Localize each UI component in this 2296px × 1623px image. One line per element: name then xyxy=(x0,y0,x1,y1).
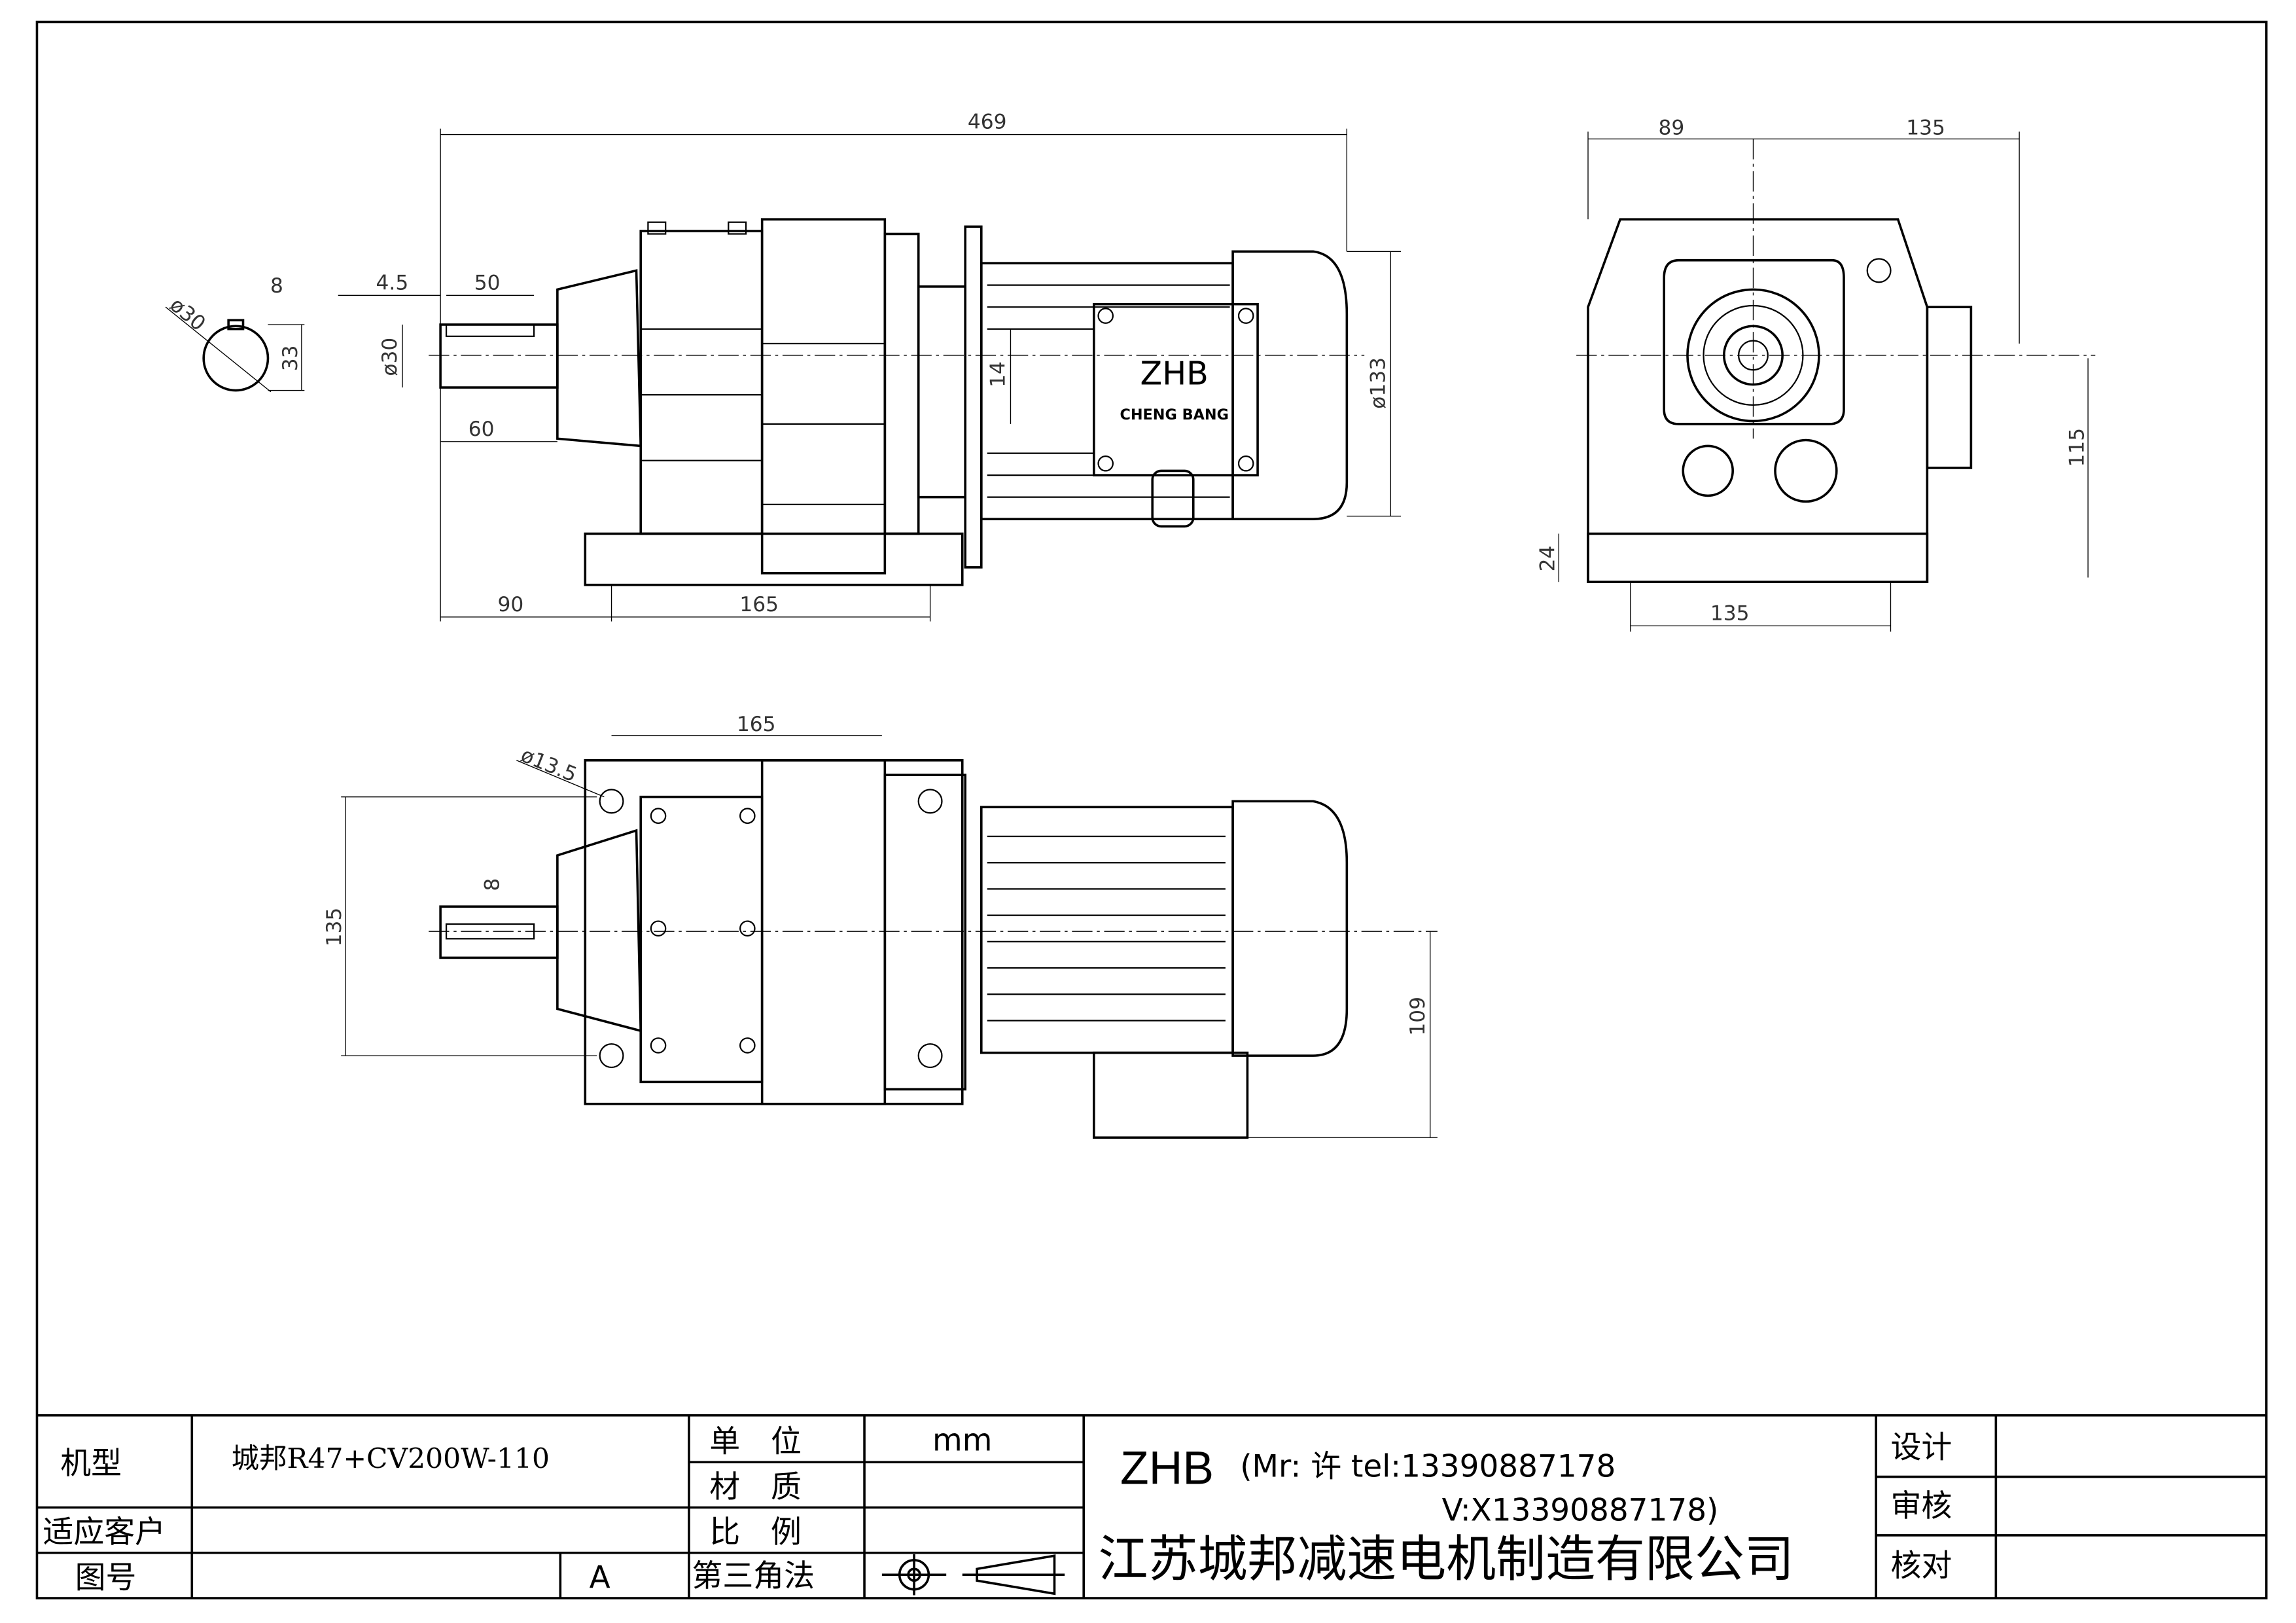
revision: A xyxy=(590,1560,610,1596)
dim-top-key-width: 8 xyxy=(481,878,504,891)
side-view-dimensions xyxy=(1558,132,2089,632)
company-name: 江苏城邦减速电机制造有限公司 xyxy=(1099,1530,1794,1588)
dim-foot-height: 24 xyxy=(1536,546,1560,572)
dim-foot-width: 135 xyxy=(1710,601,1750,625)
title-block: 机型 城邦R47+CV200W-110 适应客户 图号 A 单 位 mm 材 质… xyxy=(37,1414,2267,1599)
front-view: ZHB CHENG BANG xyxy=(429,218,1365,586)
check-label: 核对 xyxy=(1890,1548,1952,1584)
dim-overall-length: 469 xyxy=(968,111,1007,134)
section-key-height: 33 xyxy=(279,345,302,371)
nameplate-subtitle: CHENG BANG xyxy=(1120,406,1228,423)
dim-right-width: 135 xyxy=(1906,116,1945,140)
drawing-frame xyxy=(35,20,2268,1599)
top-view xyxy=(429,759,1438,1139)
contact-line-2: V:X13390887178) xyxy=(1442,1493,1719,1529)
contact-line-1: (Mr: 许 tel:13390887178 xyxy=(1240,1449,1616,1485)
brand-logo: ZHB xyxy=(1120,1442,1214,1495)
dim-key-length: 50 xyxy=(474,271,501,294)
dim-foot-depth: 135 xyxy=(323,908,346,947)
material-label: 材 质 xyxy=(709,1469,802,1505)
dim-motor-diameter: ø133 xyxy=(1366,357,1390,409)
side-view xyxy=(1576,139,2096,584)
dim-shaft-diameter: ø30 xyxy=(378,338,402,376)
design-label: 设计 xyxy=(1890,1430,1952,1466)
dim-centre-offset: 14 xyxy=(987,361,1010,387)
projection-label: 第三角法 xyxy=(692,1558,815,1594)
model-label: 机型 xyxy=(60,1446,122,1482)
dim-shaft-offset: 4.5 xyxy=(376,271,409,294)
unit-value: mm xyxy=(932,1422,992,1458)
top-view-dimensions xyxy=(341,735,1438,1138)
dim-foot-spacing: 165 xyxy=(739,593,779,616)
dim-shaft-length: 60 xyxy=(468,418,495,441)
dim-left-width: 89 xyxy=(1658,116,1684,140)
drawing-no-label: 图号 xyxy=(75,1560,137,1596)
dim-top-foot-spacing: 165 xyxy=(737,713,776,736)
dim-foot-offset: 90 xyxy=(497,593,523,616)
customer-label: 适应客户 xyxy=(43,1514,166,1550)
scale-label: 比 例 xyxy=(709,1514,802,1550)
review-label: 审核 xyxy=(1890,1488,1952,1524)
nameplate-brand: ZHB xyxy=(1140,355,1209,393)
front-view-dimensions xyxy=(338,128,1402,622)
dim-box-offset: 109 xyxy=(1406,997,1430,1036)
unit-label: 单 位 xyxy=(709,1424,802,1460)
third-angle-projection-icon xyxy=(881,1554,1065,1596)
section-key-width: 8 xyxy=(270,274,283,298)
model-value: 城邦R47+CV200W-110 xyxy=(232,1443,550,1475)
dim-center-height: 115 xyxy=(2065,428,2089,467)
